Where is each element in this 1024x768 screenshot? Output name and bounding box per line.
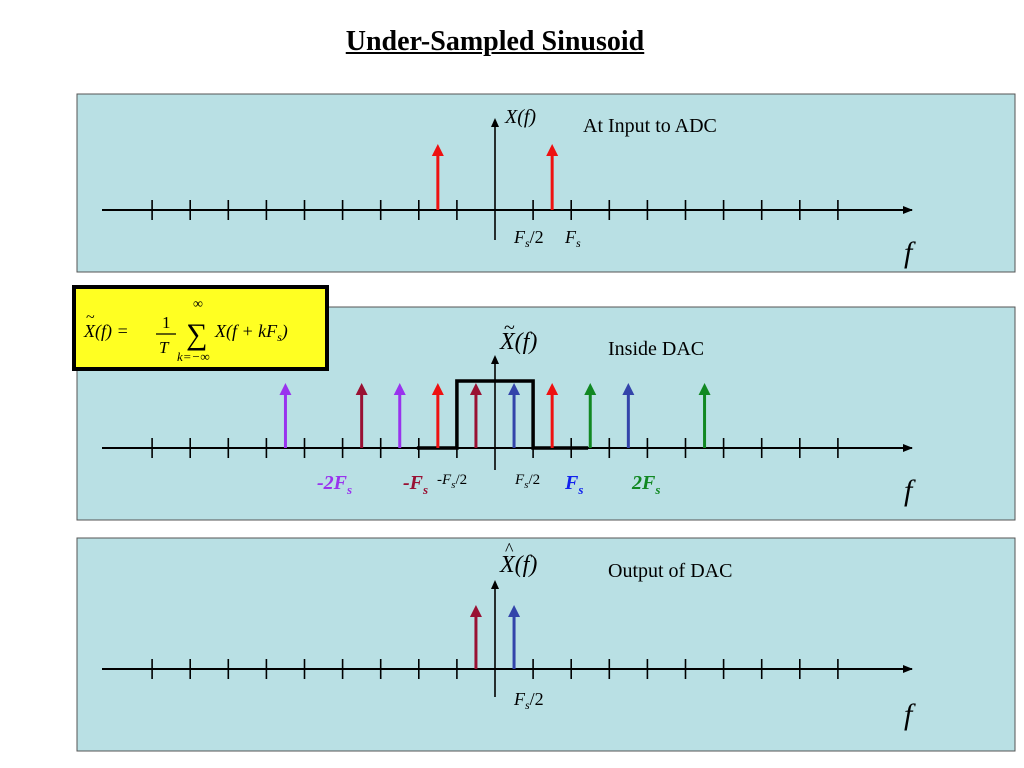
spectral-line-head <box>546 144 559 156</box>
aliasing-formula: X(f) = ~ 1 T ∞ ∑ k=−∞ X(f + kFs) <box>72 285 329 371</box>
tick-label-fs-half: Fs/2 <box>513 689 544 712</box>
panel-output: X(f) ^ Output of DAC Fs/2 f <box>76 537 1016 752</box>
panel-input-background <box>76 93 1016 273</box>
panel-output-background <box>76 537 1016 752</box>
vertical-axis-head <box>491 118 499 127</box>
formula-lhs: X(f) = <box>83 321 129 342</box>
spectral-lines <box>279 383 711 448</box>
spectral-line-head <box>355 383 368 395</box>
spectral-line-head <box>546 383 559 395</box>
spectral-line-green <box>698 383 711 448</box>
tilde-mark: ~ <box>504 317 515 339</box>
spectral-line-blue <box>508 383 521 448</box>
spectral-line-red <box>546 144 559 210</box>
formula-box <box>72 285 329 371</box>
panel-caption: At Input to ADC <box>583 115 717 137</box>
panel-input: X(f) At Input to ADC Fs/2 Fs f <box>76 93 1016 273</box>
spectral-line-green <box>584 383 597 448</box>
spectral-line-head <box>508 383 521 395</box>
summation-sign: ∑ <box>186 318 207 351</box>
sum-lower-limit: k=−∞ <box>177 349 210 364</box>
spectral-line-red <box>431 383 444 448</box>
spectral-line-head <box>584 383 597 395</box>
panel-caption: Output of DAC <box>608 560 732 582</box>
frequency-axis <box>102 118 913 240</box>
spectral-line-head <box>431 144 444 156</box>
spectral-line-head <box>393 383 406 395</box>
spectral-line-blue <box>508 605 521 669</box>
tick-label-neg-fs-half: -Fs/2 <box>437 472 467 491</box>
spectral-line-maroon <box>355 383 368 448</box>
spectral-lines <box>469 605 521 669</box>
spectral-line-head <box>469 605 482 617</box>
spectral-lines <box>431 144 559 210</box>
spectral-line-red <box>546 383 559 448</box>
spectral-line-head <box>508 605 521 617</box>
spectral-line-head <box>279 383 292 395</box>
tick-label-fs-half: Fs/2 <box>513 227 544 250</box>
panel-caption: Inside DAC <box>608 338 704 360</box>
vertical-axis-head <box>491 580 499 589</box>
tick-label-fs: Fs <box>564 227 581 250</box>
spectral-line-head <box>698 383 711 395</box>
spectrum-label: X(f) <box>499 552 537 578</box>
spectral-line-head <box>431 383 444 395</box>
sum-upper-limit: ∞ <box>193 297 203 312</box>
formula-numerator: 1 <box>162 313 171 332</box>
spectral-line-maroon <box>469 605 482 669</box>
frequency-axis <box>102 355 913 470</box>
frequency-axis <box>102 580 913 697</box>
spectral-line-head <box>469 383 482 395</box>
spectral-line-purple <box>279 383 292 448</box>
formula-lhs-tilde: ~ <box>86 309 95 326</box>
spectrum-label: X(f) <box>499 329 537 355</box>
tick-label-neg-2fs: -2Fs <box>317 472 352 497</box>
spectral-line-blue <box>622 383 635 448</box>
formula-summand: X(f + kFs) <box>214 321 288 344</box>
spectral-line-purple <box>393 383 406 448</box>
spectral-line-maroon <box>469 383 482 448</box>
tick-label-fs-half: Fs/2 <box>514 472 540 491</box>
formula-denominator: T <box>159 338 170 357</box>
spectral-line-head <box>622 383 635 395</box>
spectrum-label: X(f) <box>504 106 536 128</box>
vertical-axis-head <box>491 355 499 364</box>
hat-mark: ^ <box>505 539 514 559</box>
page-title: Under-Sampled Sinusoid <box>345 26 645 57</box>
spectral-line-red <box>431 144 444 210</box>
